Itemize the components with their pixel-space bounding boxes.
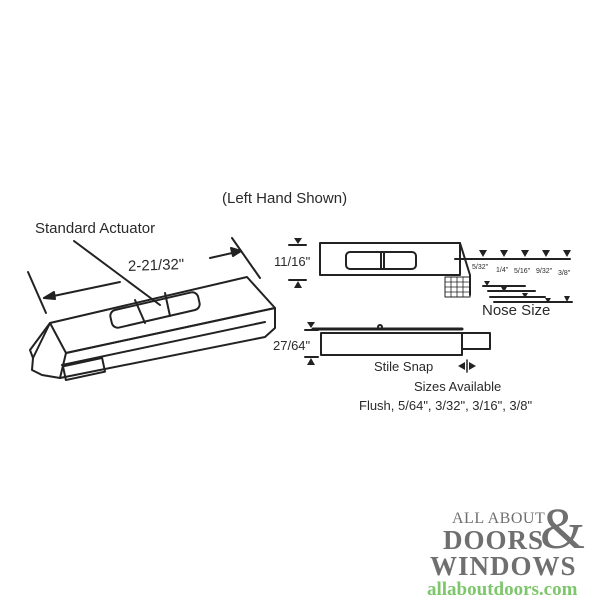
side-height-dimension-label: 27/64" xyxy=(273,338,311,353)
nose-size-4: 9/32" xyxy=(536,268,553,275)
top-height-dimension-label: 11/16" xyxy=(274,254,311,269)
sizes-list: Flush, 5/64", 3/32", 3/16", 3/8" xyxy=(359,398,533,413)
nose-size-2: 1/4" xyxy=(496,267,509,274)
nose-size-3: 5/16" xyxy=(514,268,531,275)
actuator-label: Standard Actuator xyxy=(35,220,156,237)
logo-line-windows: WINDOWS xyxy=(430,551,577,581)
sizes-available-label: Sizes Available xyxy=(414,379,502,394)
stile-snap-label: Stile Snap xyxy=(374,359,434,374)
latch-isometric-drawing xyxy=(27,237,276,382)
length-dimension-label: 2-21/32" xyxy=(127,256,185,275)
logo-url: allaboutdoors.com xyxy=(427,579,578,600)
nose-size-label: Nose Size xyxy=(482,302,551,319)
nose-size-5: 3/8" xyxy=(558,270,571,277)
logo-line-doors: DOORS xyxy=(443,525,545,555)
latch-top-view-drawing xyxy=(288,238,573,303)
latch-side-view-drawing xyxy=(304,322,491,373)
logo-line-all-about: ALL ABOUT xyxy=(452,510,546,527)
nose-size-1: 5/32" xyxy=(472,264,489,271)
diagram-caption: (Left Hand Shown) xyxy=(222,190,348,207)
logo-ampersand: & xyxy=(540,496,586,561)
